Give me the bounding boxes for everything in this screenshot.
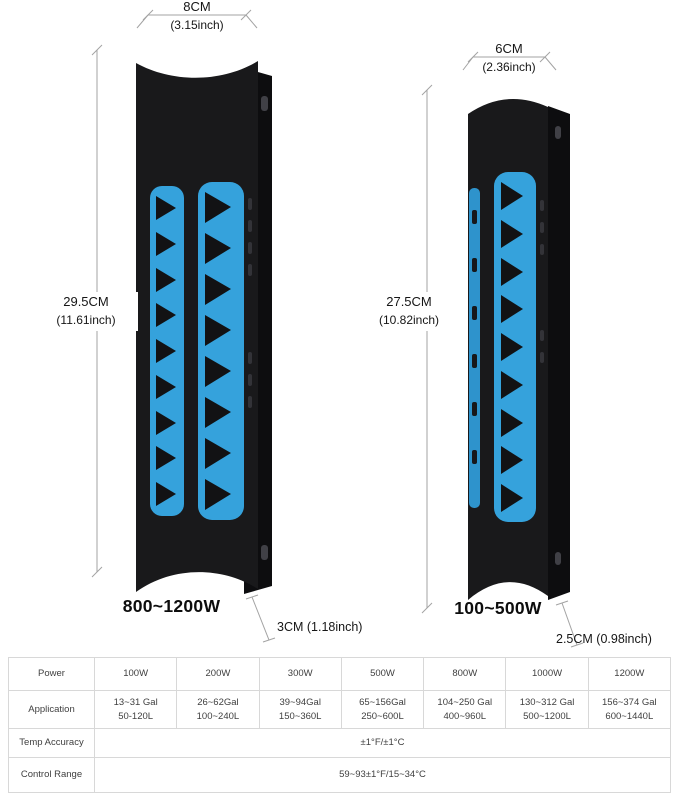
application-cell: 39~94Gal 150~360L [258,690,342,729]
table-row-temp-accuracy: Temp Accuracy ±1°F/±1°C [8,728,671,758]
table-row-application: Application 13~31 Gal 50-120L 26~62Gal 1… [8,690,672,729]
application-cell: 26~62Gal 100~240L [176,690,260,729]
power-cell: 100W [93,657,178,691]
row-header-control-range: Control Range [8,757,95,793]
right-width-value: 6CM [495,41,523,56]
left-height-value: 29.5CM [63,294,109,309]
left-power-range-label: 800~1200W [122,596,221,616]
spec-table: Power 100W 200W 300W 500W 800W 1000W 120… [8,657,672,793]
application-cell: 65~156Gal 250~600L [340,690,425,729]
power-cell: 1200W [587,657,672,691]
left-width-dimension: 8CM (3.15inch) [137,0,257,33]
application-cell: 13~31 Gal 50-120L [93,690,178,729]
power-cell: 500W [340,657,425,691]
left-height-dimension: 29.5CM (11.61inch) [34,292,138,331]
control-range-value: 59~93±1°F/15~34°C [94,757,671,793]
row-header-temp-accuracy: Temp Accuracy [8,728,95,758]
right-power-range-label: 100~500W [454,598,542,618]
power-cell: 1000W [505,657,589,691]
power-cell: 300W [258,657,342,691]
table-row-power: Power 100W 200W 300W 500W 800W 1000W 120… [8,657,672,691]
temp-accuracy-value: ±1°F/±1°C [94,728,671,758]
right-heater-illustration [468,98,570,600]
left-height-inches: (11.61inch) [56,312,116,327]
left-width-inches: (3.15inch) [170,17,224,32]
right-width-inches: (2.36inch) [482,59,536,74]
right-height-dimension: 27.5CM (10.82inch) [357,292,461,331]
left-heater-illustration [136,61,272,594]
right-depth-dimension: 2.5CM (0.98inch) [556,632,652,646]
table-row-control-range: Control Range 59~93±1°F/15~34°C [8,757,671,793]
heaters-graphic [91,9,584,648]
power-cell: 800W [423,657,507,691]
right-height-value: 27.5CM [386,294,432,309]
application-cell: 104~250 Gal 400~960L [423,690,507,729]
left-depth-dimension: 3CM (1.18inch) [277,620,363,634]
row-header-power: Power [8,657,95,691]
power-cell: 200W [176,657,260,691]
left-width-value: 8CM [183,0,211,14]
application-cell: 156~374 Gal 600~1440L [587,690,672,729]
application-cell: 130~312 Gal 500~1200L [505,690,589,729]
right-height-inches: (10.82inch) [378,312,440,327]
right-width-dimension: 6CM (2.36inch) [449,41,569,75]
row-header-application: Application [8,690,95,729]
dimension-diagram: 8CM (3.15inch) 29.5CM (11.61inch) 3CM (1… [34,0,652,648]
